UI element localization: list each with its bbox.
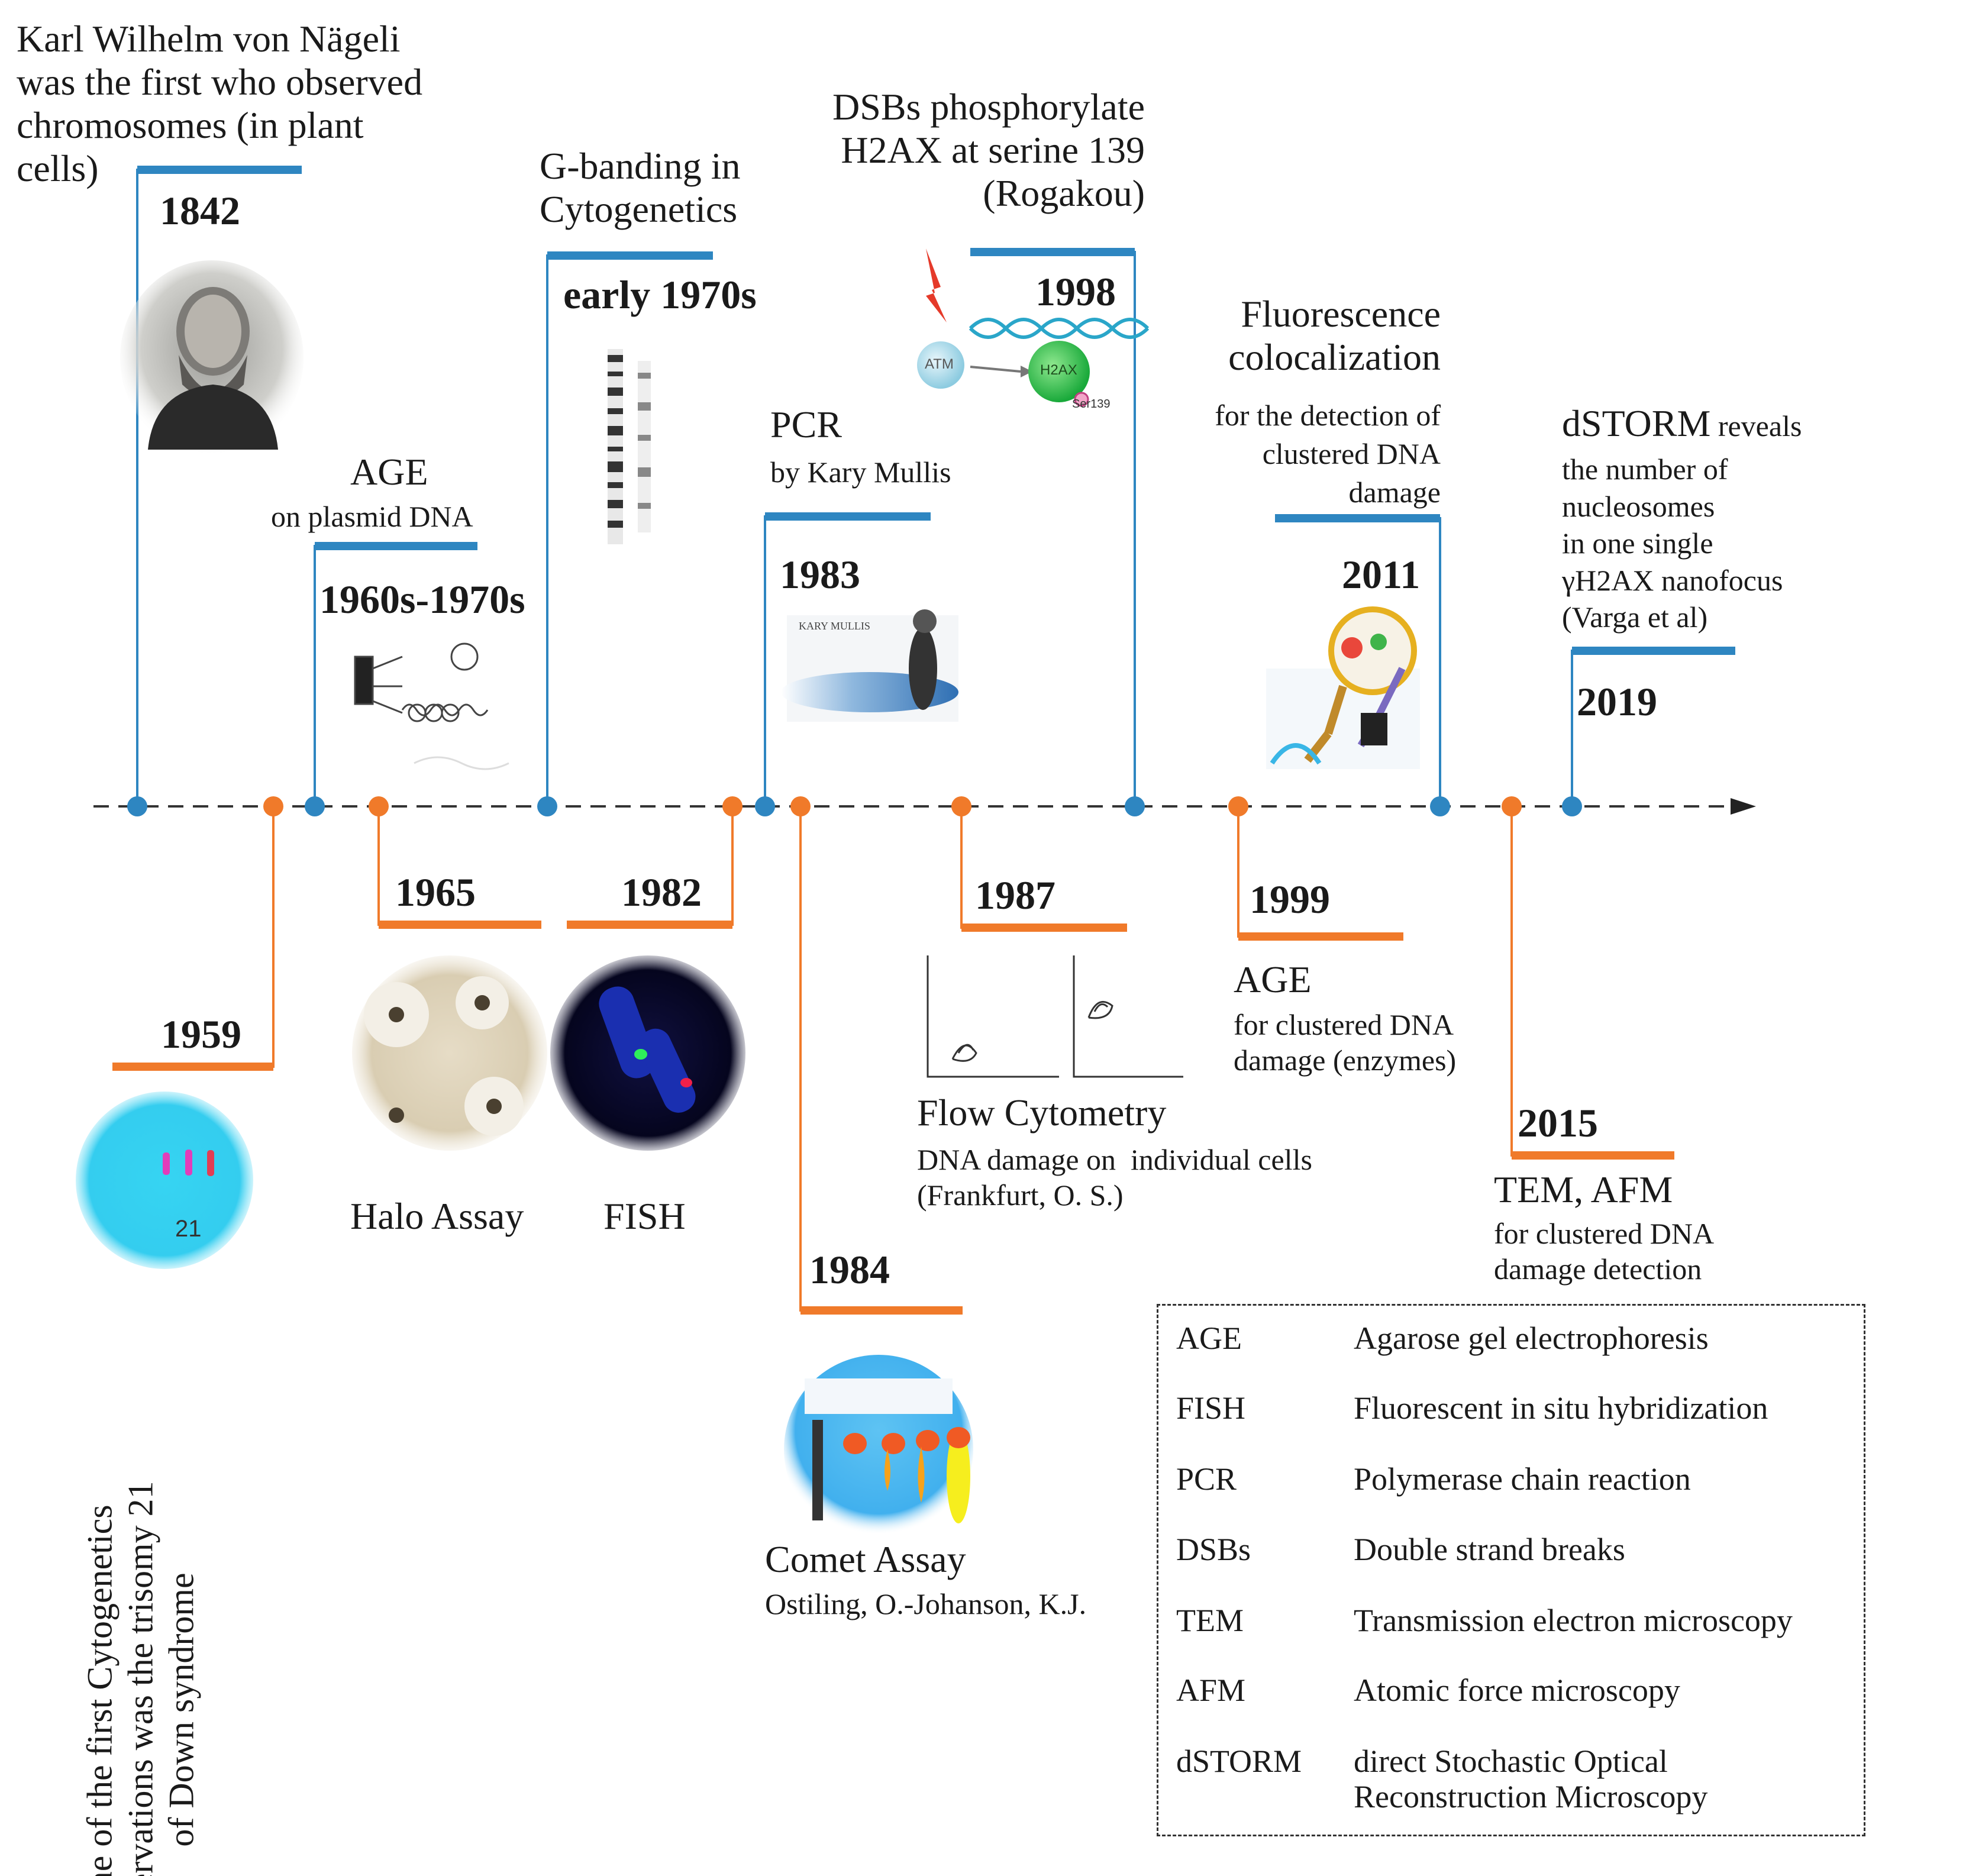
fish-image	[550, 955, 745, 1151]
dot-1983	[755, 796, 775, 816]
glossary-abbr: PCR	[1176, 1461, 1237, 1497]
glossary-definition: Atomic force microscopy	[1354, 1672, 1680, 1708]
event-1983-subtitle: by Kary Mullis	[770, 456, 951, 489]
glossary-definition: Transmission electron microscopy	[1354, 1603, 1793, 1638]
event-1984-title: Comet Assay	[765, 1538, 966, 1580]
phospho-marker	[1074, 392, 1089, 407]
connector-2019	[1571, 650, 1735, 806]
kary-mullis-caption: KARY MULLIS	[799, 620, 870, 632]
event-2015-subtitle: for clustered DNA damage detection	[1494, 1217, 1715, 1286]
event-1984-subtitle: Ostiling, O.-Johanson, K.J.	[765, 1587, 1087, 1620]
event-2011-year: 2011	[1342, 552, 1421, 597]
dot-2011	[1430, 796, 1450, 816]
event-1999-title: AGE	[1234, 958, 1312, 1000]
trisomy-21-image	[76, 1092, 253, 1269]
event-2019-year: 2019	[1577, 679, 1657, 724]
dot-2015	[1502, 796, 1522, 816]
h2ax-phosphorylation-diagram	[917, 248, 1150, 407]
glossary-abbr: AFM	[1176, 1672, 1246, 1708]
event-1970s-year: early 1970s	[563, 272, 757, 317]
g-banding-image	[608, 349, 651, 544]
connector-1984	[799, 806, 963, 1312]
dot-1998	[1125, 796, 1145, 816]
plasmid-gel-image	[354, 642, 509, 770]
event-1987-year: 1987	[975, 873, 1055, 918]
glossary-abbr: TEM	[1176, 1603, 1244, 1638]
event-2011-subtitle: for the detection of clustered DNA damag…	[1215, 399, 1441, 509]
dot-1970s	[537, 796, 557, 816]
event-1965-title: Halo Assay	[350, 1195, 524, 1237]
glossary-abbr: FISH	[1176, 1390, 1246, 1426]
connector-1970s	[546, 254, 713, 806]
event-1960s-title: AGE	[350, 451, 428, 493]
event-1965-year: 1965	[395, 870, 476, 915]
event-1982-title: FISH	[603, 1195, 686, 1237]
event-1970s-title: G-banding in Cytogenetics	[540, 145, 741, 230]
dot-1960s	[305, 796, 325, 816]
glossary-abbr: DSBs	[1176, 1532, 1251, 1567]
event-1987-title: Flow Cytometry	[917, 1092, 1167, 1134]
event-1999-subtitle: for clustered DNA damage (enzymes)	[1234, 1008, 1457, 1077]
event-1983-year: 1983	[780, 552, 860, 597]
glossary-definition: direct Stochastic Optical Reconstruction…	[1354, 1743, 1708, 1815]
event-1842-year: 1842	[160, 188, 240, 233]
dot-1959	[263, 796, 283, 816]
glossary-abbr: dSTORM	[1176, 1743, 1302, 1779]
event-2011-title: Fluorescence colocalization	[1228, 293, 1441, 378]
dot-1842	[127, 796, 147, 816]
event-1998-title: DSBs phosphorylate H2AX at serine 139 (R…	[832, 86, 1145, 214]
ser139-label: Ser139	[1072, 398, 1111, 411]
trisomy-21-label: 21	[175, 1216, 202, 1242]
dot-1999	[1228, 796, 1248, 816]
dot-1965	[369, 796, 389, 816]
event-1998-year: 1998	[1035, 269, 1116, 314]
glossary-abbr: AGE	[1176, 1320, 1242, 1356]
event-2015-year: 2015	[1518, 1100, 1598, 1145]
event-1984-year: 1984	[809, 1247, 890, 1292]
flow-cytometry-plots	[927, 955, 1183, 1078]
dot-1987	[951, 796, 971, 816]
axis-arrowhead	[1731, 798, 1756, 815]
h2ax-node	[1028, 341, 1090, 402]
event-2015-title: TEM, AFM	[1494, 1168, 1673, 1210]
halo-assay-image	[352, 955, 547, 1151]
portrait-image	[120, 260, 304, 456]
dot-2019	[1562, 796, 1582, 816]
glossary-definition: Polymerase chain reaction	[1354, 1461, 1691, 1497]
event-1983-title: PCR	[770, 403, 842, 445]
glossary-definition: Agarose gel electrophoresis	[1354, 1320, 1709, 1356]
abbreviation-glossary: AGE Agarose gel electrophoresis FISH Flu…	[1157, 1304, 1865, 1836]
dot-1984	[790, 796, 811, 816]
h2ax-label: H2AX	[1040, 362, 1077, 378]
dot-1982	[722, 796, 743, 816]
event-1960s-year: 1960s-1970s	[319, 577, 525, 622]
event-1999-year: 1999	[1250, 877, 1330, 922]
colocalization-diagram	[1266, 606, 1420, 769]
glossary-definition: Fluorescent in situ hybridization	[1354, 1390, 1768, 1426]
event-2019-title: dSTORM reveals	[1562, 402, 1802, 444]
event-1959-description: One of the first Cytogenetics observatio…	[80, 1481, 201, 1876]
event-1842-title: Karl Wilhelm von Nägeli was the first wh…	[17, 18, 423, 189]
event-1982-year: 1982	[621, 870, 702, 915]
comet-assay-image	[784, 1355, 973, 1544]
event-1987-subtitle: DNA damage on individual cells (Frankfur…	[917, 1143, 1312, 1212]
event-2019-subtitle: the number of nucleosomes in one single …	[1562, 453, 1783, 634]
kary-mullis-photo	[781, 609, 958, 722]
atm-label: ATM	[925, 356, 954, 372]
atm-node	[917, 341, 964, 389]
event-1959-year: 1959	[161, 1012, 241, 1057]
event-1960s-subtitle: on plasmid DNA	[271, 500, 473, 533]
glossary-definition: Double strand breaks	[1354, 1532, 1625, 1567]
